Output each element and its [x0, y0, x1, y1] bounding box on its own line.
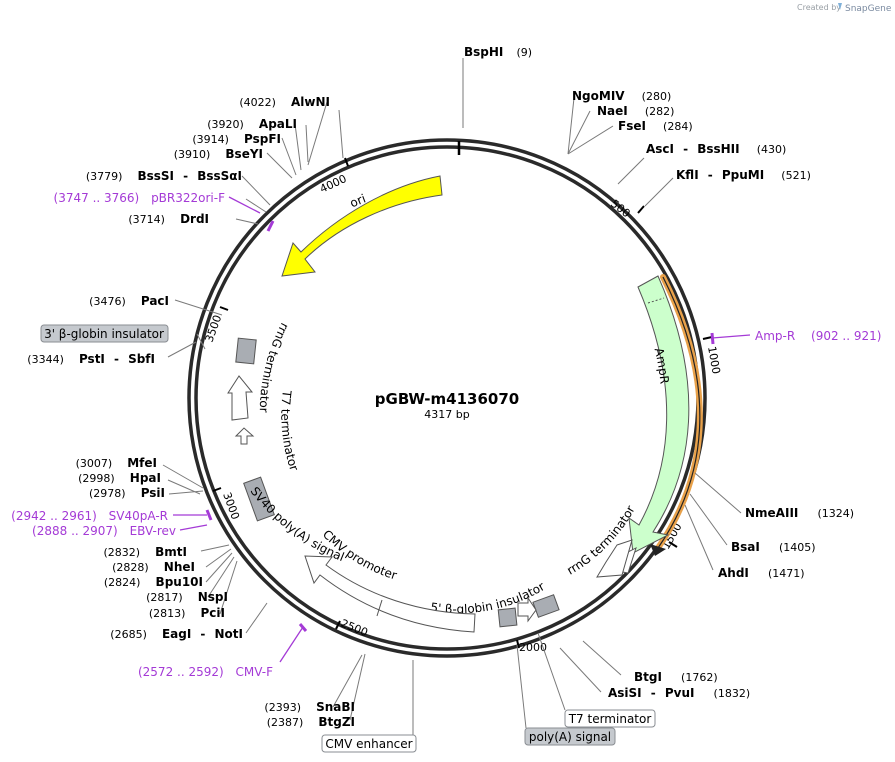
site-mfei[interactable]: (3007) MfeI — [76, 452, 157, 471]
site-alwni[interactable]: (4022) AlwNI — [239, 91, 330, 110]
tick-marks — [212, 157, 713, 649]
tick-label-3500: 3500 — [203, 313, 225, 344]
site-drdi[interactable]: (3714) DrdI — [128, 208, 209, 227]
site-btgi[interactable]: BtgI (1762) — [634, 666, 718, 685]
site-eagi-noti[interactable]: (2685) EagI - NotI — [110, 623, 243, 642]
site-bsssi-bsssai[interactable]: (3779) BssSI - BssSαI — [86, 165, 242, 184]
sv40-polya-box[interactable] — [243, 476, 275, 522]
site-bpu10i[interactable]: (2824) Bpu10I — [104, 571, 203, 590]
site-paci[interactable]: (3476) PacI — [89, 290, 169, 309]
cmv-promoter-feature[interactable] — [304, 555, 476, 633]
tick-label-2000: 2000 — [519, 641, 547, 654]
site-ahdi[interactable]: AhdI (1471) — [718, 562, 805, 581]
poly-a-signal-label: poly(A) signal — [529, 730, 611, 744]
t7-terminator-label: T7 terminator — [568, 712, 652, 726]
ampr-signal-divider — [647, 297, 665, 304]
ampr-orf-core — [657, 276, 701, 549]
site-nhei[interactable]: (2828) NheI — [112, 556, 195, 575]
sv40-polya-label: SV40 poly(A) signal — [248, 484, 347, 564]
site-pspfi[interactable]: (3914) PspFI — [192, 128, 281, 147]
site-asci-bsshii[interactable]: AscI - BssHII (430) — [646, 138, 786, 157]
t7-terminator-bottom-arrow[interactable] — [517, 596, 537, 623]
site-bsphi[interactable]: BspHI (9) — [464, 41, 532, 60]
site-nmeaiii[interactable]: NmeAIII (1324) — [745, 502, 854, 521]
ampr-orf-arrowhead — [650, 544, 666, 556]
primer-ebv-rev[interactable]: (2888 .. 2907) EBV-rev — [32, 524, 176, 538]
ampr-feature[interactable] — [628, 275, 690, 554]
beta-globin-3-label: 3' β-globin insulator — [44, 327, 164, 341]
plasmid-name: pGBW-m4136070 — [375, 390, 519, 408]
ori-label: ori — [348, 191, 368, 210]
beta-globin-5-insulator-box[interactable] — [532, 594, 560, 618]
rrng-terminator-right-body[interactable] — [596, 539, 633, 578]
cmv-enhancer-label: CMV enhancer — [325, 737, 412, 751]
poly-a-signal-box[interactable] — [497, 607, 518, 628]
site-psii[interactable]: (2978) PsiI — [89, 482, 165, 501]
site-apali[interactable]: (3920) ApaLI — [207, 113, 297, 132]
beta-globin-3-insulator-box[interactable] — [235, 337, 257, 365]
site-leader-lines — [162, 58, 742, 735]
snapgene-logo-icon — [838, 3, 842, 10]
site-naei[interactable]: NaeI (282) — [597, 100, 674, 119]
site-btgzi[interactable]: (2387) BtgZI — [267, 711, 355, 730]
cmv-enhancer-label-box[interactable] — [321, 734, 417, 753]
site-fsei[interactable]: FseI (284) — [618, 115, 693, 134]
primer-pbr322ori-f[interactable]: (3747 .. 3766) pBR322ori-F — [54, 191, 226, 205]
cmv-enhancer-divider — [376, 599, 383, 617]
site-nspi[interactable]: (2817) NspI — [146, 586, 228, 605]
poly-a-signal-label-box[interactable] — [524, 727, 616, 746]
watermark-brand: SnapGene — [845, 4, 892, 14]
rrng-terminator-left-arrow[interactable] — [227, 375, 254, 421]
t7-terminator-left-arrow[interactable] — [234, 427, 255, 445]
site-hpai[interactable]: (2998) HpaI — [78, 467, 161, 486]
site-snabi[interactable]: (2393) SnaBI — [264, 696, 355, 715]
tick-label-3000: 3000 — [220, 491, 242, 522]
primer-sv40pa-r[interactable]: (2942 .. 2961) SV40pA-R — [11, 509, 168, 523]
primer-cmv-f[interactable]: (2572 .. 2592) CMV-F — [138, 665, 273, 679]
tick-label-1000: 1000 — [705, 345, 723, 375]
beta-globin-3-label-box[interactable] — [40, 324, 169, 343]
t7-terminator-left-label: T7 terminator — [278, 389, 301, 473]
site-bseyi[interactable]: (3910) BseYI — [174, 143, 263, 162]
t7-terminator-label-box[interactable] — [564, 709, 656, 728]
ori-feature[interactable] — [281, 175, 443, 277]
site-psti-sbfi[interactable]: (3344) PstI - SbfI — [27, 348, 155, 367]
site-bmti[interactable]: (2832) BmtI — [103, 541, 187, 560]
plasmid-length: 4317 bp — [424, 408, 469, 421]
site-pcii[interactable]: (2813) PciI — [149, 602, 225, 621]
primer-amp-r[interactable]: Amp-R (902 .. 921) — [755, 329, 881, 343]
site-asisi-pvui[interactable]: AsiSI - PvuI (1832) — [608, 682, 750, 701]
primer-markers — [173, 196, 751, 663]
watermark-prefix: Created by — [797, 3, 841, 12]
site-kfli-ppumi[interactable]: KflI - PpuMI (521) — [676, 164, 811, 183]
site-bsai[interactable]: BsaI (1405) — [731, 536, 816, 555]
site-ngomiv[interactable]: NgoMIV (280) — [572, 85, 671, 104]
backbone-outer-ring — [187, 138, 707, 658]
